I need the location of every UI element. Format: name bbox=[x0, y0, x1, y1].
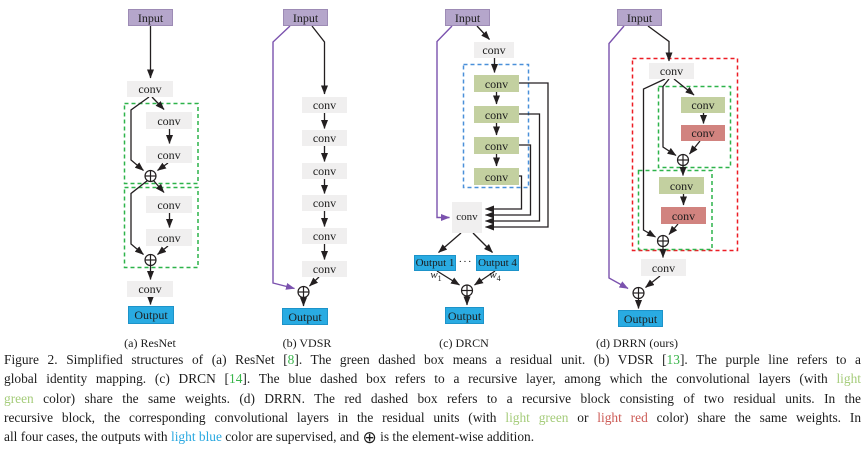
residual-unit-dashed-box bbox=[657, 85, 732, 169]
elementwise-add-icon: ⊕ bbox=[362, 428, 377, 448]
skip-connection-line bbox=[485, 144, 532, 219]
ellipsis: ··· bbox=[458, 256, 473, 268]
conv-box: conv bbox=[302, 261, 347, 277]
subcaption-c: (c) DRCN bbox=[439, 336, 489, 350]
output1-box: Output 1 bbox=[414, 255, 456, 271]
output-box: Output bbox=[445, 307, 484, 324]
elementwise-add-icon bbox=[297, 285, 310, 299]
conv-box: conv bbox=[474, 42, 514, 58]
arrow bbox=[647, 25, 673, 62]
identity-line bbox=[642, 78, 666, 238]
arrow bbox=[688, 140, 701, 155]
reference-link: 14 bbox=[229, 371, 243, 387]
caption-line: recursive block, the corresponding convo… bbox=[4, 409, 862, 425]
shared-conv-box: conv bbox=[474, 75, 519, 92]
arrow bbox=[309, 276, 320, 287]
arrow bbox=[474, 270, 496, 286]
elementwise-add-icon bbox=[144, 169, 157, 183]
arrow bbox=[673, 78, 695, 96]
arrow bbox=[151, 96, 165, 110]
weight-w4-label: w4 bbox=[489, 269, 501, 284]
output-box: Output bbox=[618, 310, 663, 327]
reference-link: 8 bbox=[287, 352, 295, 367]
conv-box: conv bbox=[146, 229, 192, 246]
weight-w1-label: w1 bbox=[430, 269, 442, 284]
arrow bbox=[153, 180, 165, 193]
global-identity-line bbox=[436, 25, 453, 221]
identity-line bbox=[130, 179, 148, 255]
arrow bbox=[157, 245, 169, 256]
elementwise-add-icon bbox=[632, 286, 645, 300]
diagram-lines-layer bbox=[123, 25, 739, 309]
arrow bbox=[157, 162, 169, 172]
conv-box: conv bbox=[146, 196, 192, 213]
conv-box: conv bbox=[127, 281, 173, 297]
arrow bbox=[311, 25, 328, 95]
shared-conv-box: conv bbox=[681, 125, 725, 141]
identity-line bbox=[662, 78, 677, 157]
shared-conv-box: conv bbox=[681, 97, 725, 113]
conv-box: conv bbox=[146, 112, 192, 129]
recursive-block-dashed-box bbox=[631, 57, 739, 252]
conv-box: conv bbox=[127, 81, 173, 97]
elementwise-add-icon bbox=[460, 284, 474, 297]
caption-line: green color) share the same weights. (d)… bbox=[4, 390, 861, 406]
subcaption-b: (b) VDSR bbox=[282, 336, 332, 350]
elementwise-add-icon bbox=[656, 234, 670, 248]
global-identity-line bbox=[272, 25, 295, 290]
output4-box: Output 4 bbox=[476, 255, 519, 271]
conv-box: conv bbox=[452, 202, 482, 233]
arrow bbox=[476, 25, 490, 40]
recursive-layer-dashed-box bbox=[462, 63, 530, 189]
output-box: Output bbox=[282, 308, 328, 325]
arrow bbox=[438, 232, 462, 253]
arrow bbox=[472, 232, 493, 253]
caption-line: Figure 2. Simplified structures of (a) R… bbox=[4, 352, 862, 367]
subcaption-d: (d) DRRN (ours) bbox=[596, 336, 678, 350]
conv-box: conv bbox=[641, 259, 686, 276]
conv-box: conv bbox=[302, 195, 347, 211]
residual-unit-dashed-box bbox=[637, 169, 713, 251]
elementwise-add-icon bbox=[144, 253, 157, 267]
conv-box: conv bbox=[146, 146, 192, 163]
arrow bbox=[436, 270, 460, 286]
reference-link: 13 bbox=[666, 352, 680, 367]
input-box: Input bbox=[445, 9, 490, 26]
shared-conv-box: conv bbox=[474, 168, 519, 185]
output-box: Output bbox=[128, 306, 174, 324]
conv-box: conv bbox=[649, 63, 694, 79]
skip-connection-line bbox=[485, 82, 549, 231]
arrow bbox=[645, 275, 661, 289]
shared-conv-box: conv bbox=[661, 207, 706, 224]
shared-conv-box: conv bbox=[659, 177, 704, 194]
caption-line: all four cases, the outputs with light b… bbox=[4, 428, 535, 448]
input-box: Input bbox=[283, 9, 328, 26]
subcaption-a: (a) ResNet bbox=[124, 336, 176, 350]
skip-connection-line bbox=[485, 175, 523, 213]
shared-conv-box: conv bbox=[474, 106, 519, 123]
caption-line: global identity mapping. (c) DRCN [14]. … bbox=[4, 371, 861, 387]
elementwise-add-icon bbox=[676, 153, 690, 167]
conv-box: conv bbox=[302, 130, 347, 146]
arrow bbox=[668, 223, 679, 235]
shared-conv-box: conv bbox=[474, 137, 519, 154]
input-box: Input bbox=[617, 9, 662, 26]
conv-box: conv bbox=[302, 97, 347, 113]
skip-connection-line bbox=[485, 113, 541, 225]
conv-box: conv bbox=[302, 163, 347, 179]
global-identity-line bbox=[608, 25, 629, 290]
figure-caption: Figure 2. Simplified structures of (a) R… bbox=[4, 350, 861, 446]
conv-box: conv bbox=[302, 228, 347, 244]
identity-line bbox=[130, 96, 150, 171]
input-box: Input bbox=[128, 9, 173, 26]
